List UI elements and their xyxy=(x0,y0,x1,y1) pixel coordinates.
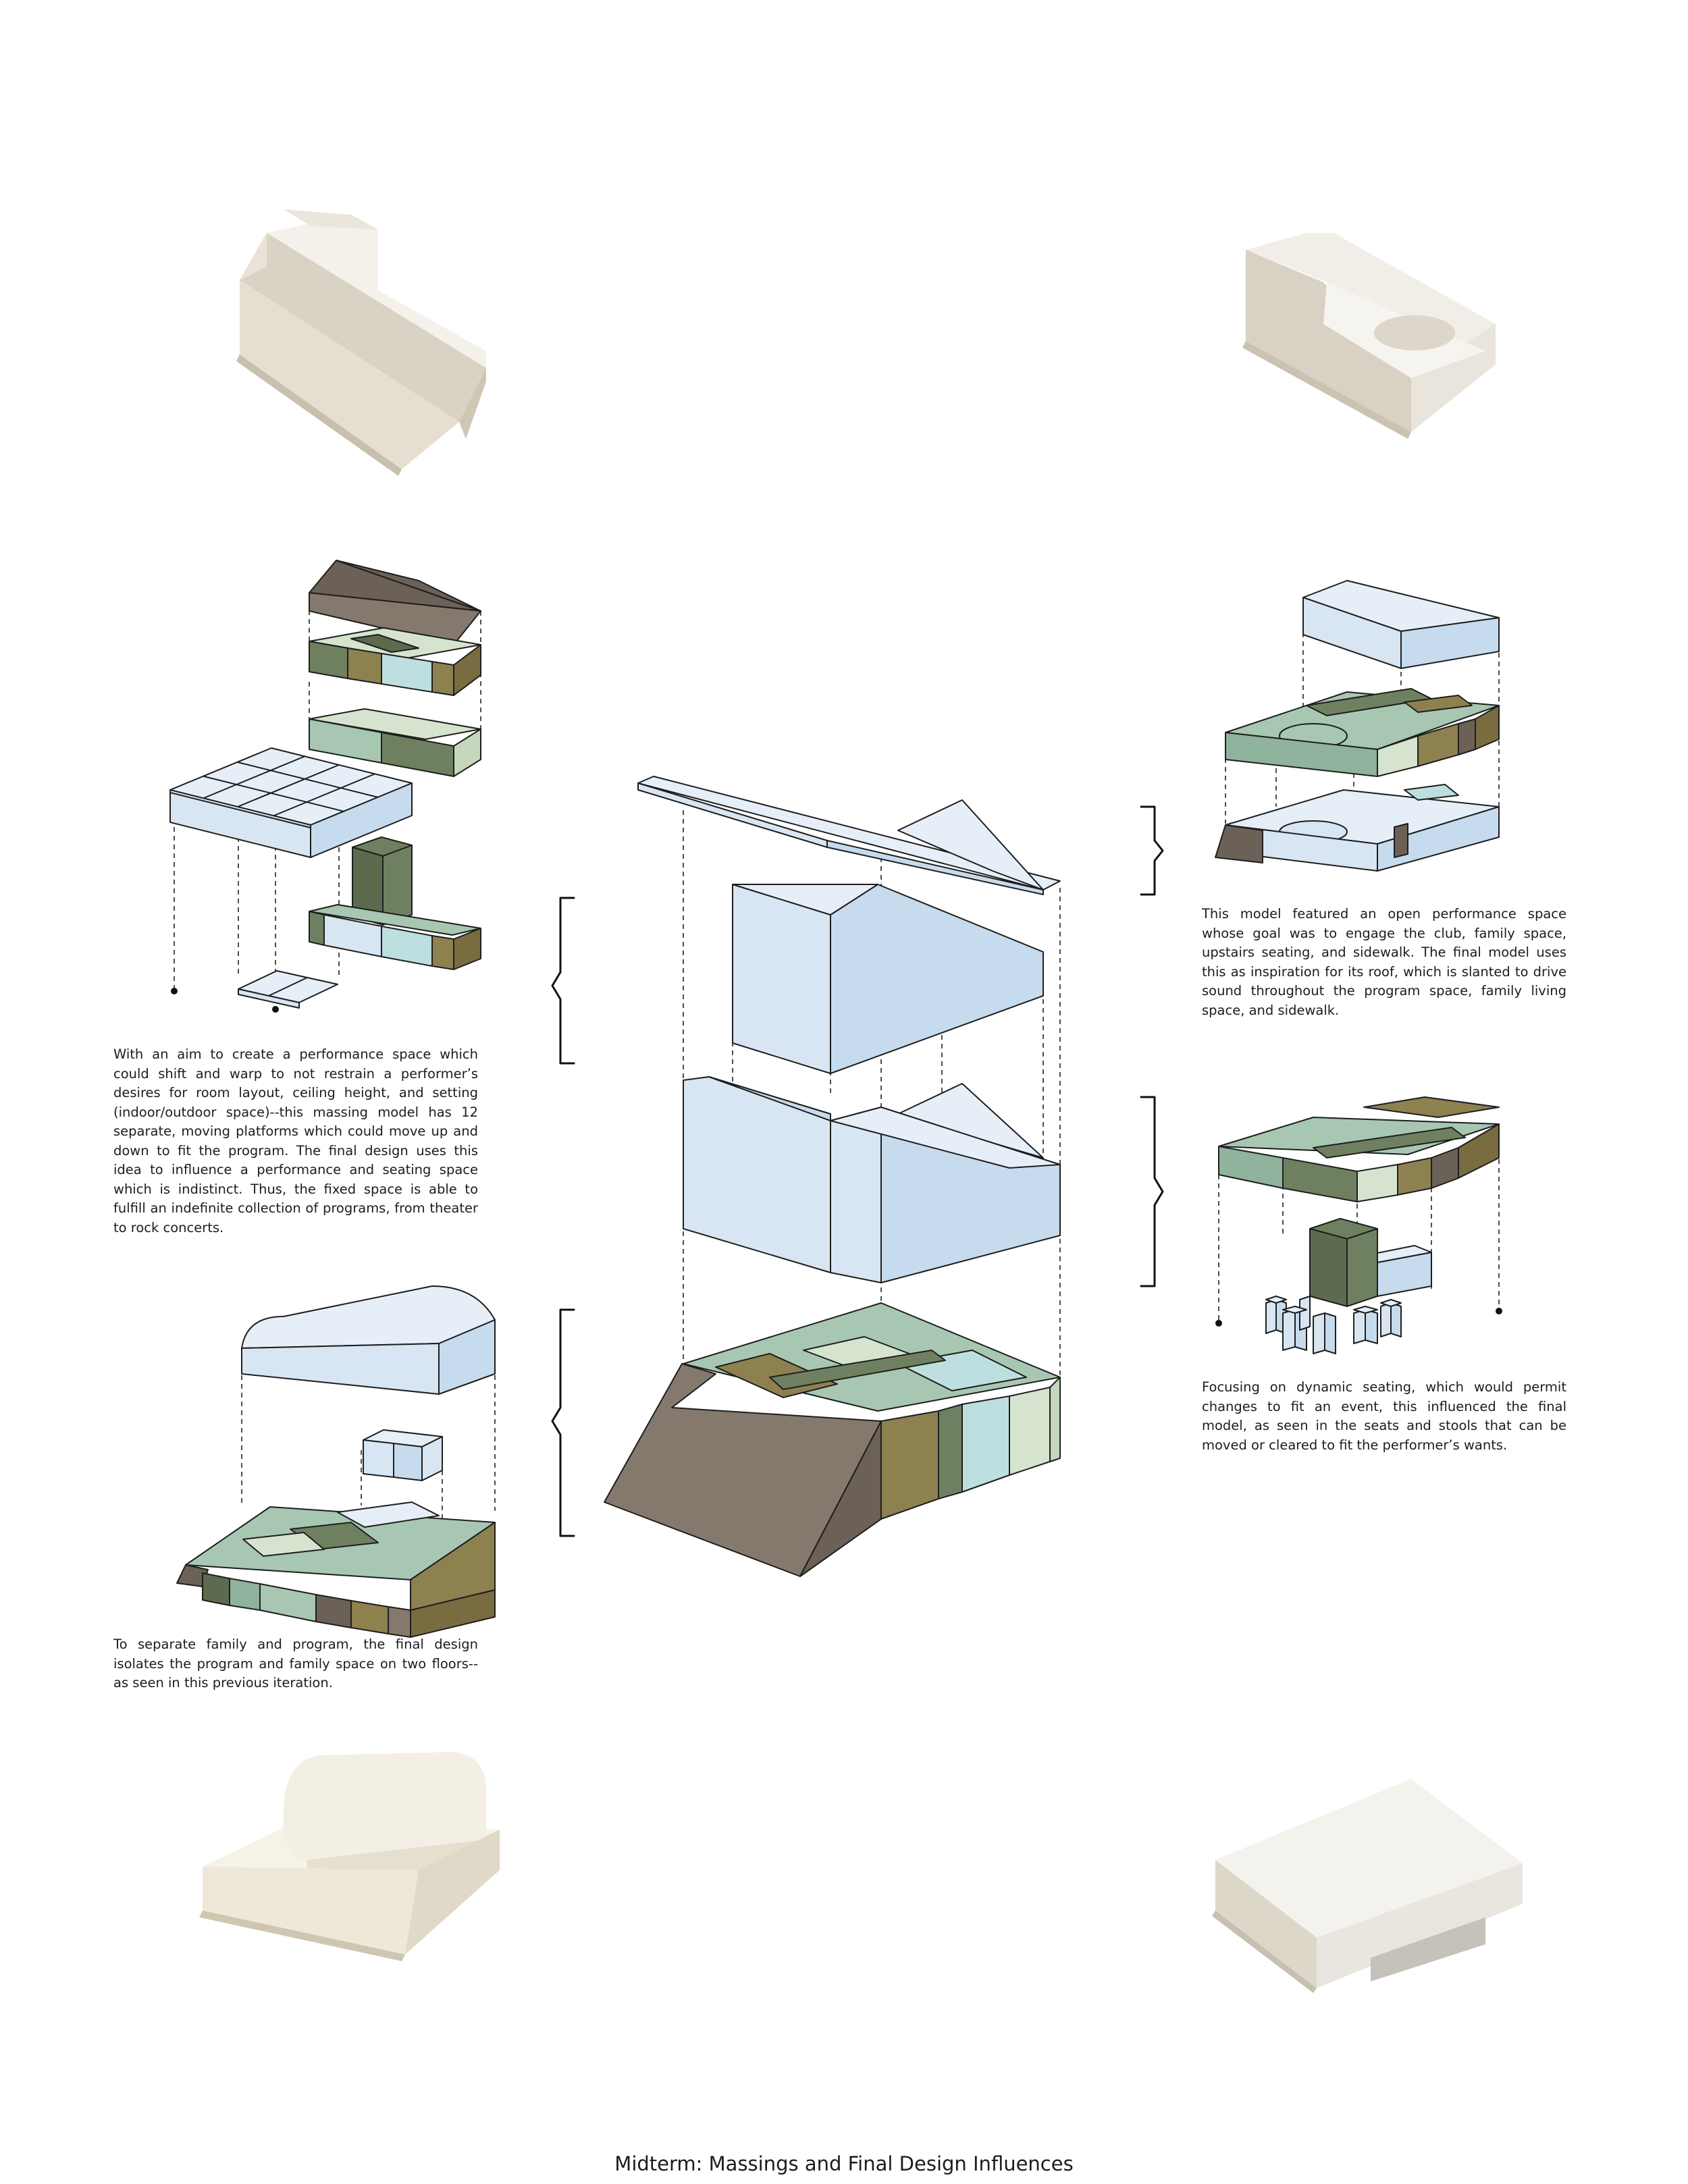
central-exploded-axonometric xyxy=(604,776,1061,1577)
exploded-massing-right-1 xyxy=(1215,580,1500,872)
exploded-massing-left-2 xyxy=(176,1285,496,1638)
exploded-massing-right-2 xyxy=(1215,1096,1502,1354)
exploded-massing-left-1 xyxy=(169,560,481,1013)
caption-dynamic-seating-model: Focusing on dynamic seating, which would… xyxy=(1202,1379,1566,1453)
left-brackets xyxy=(551,897,575,1537)
model-photo-bottom-right xyxy=(1212,1779,1523,1993)
model-photo-bottom-left xyxy=(199,1752,500,1961)
caption-two-floors-model: To separate family and program, the fina… xyxy=(113,1636,478,1690)
caption-open-performance-model: This model featured an open performance … xyxy=(1202,906,1566,1018)
model-photo-top-left xyxy=(236,209,486,476)
page-title: Midterm: Massings and Final Design Influ… xyxy=(614,2152,1074,2175)
right-brackets xyxy=(1140,805,1164,1287)
caption-platforms-model: With an aim to create a performance spac… xyxy=(113,1046,478,1235)
model-photo-top-right xyxy=(1242,233,1496,439)
